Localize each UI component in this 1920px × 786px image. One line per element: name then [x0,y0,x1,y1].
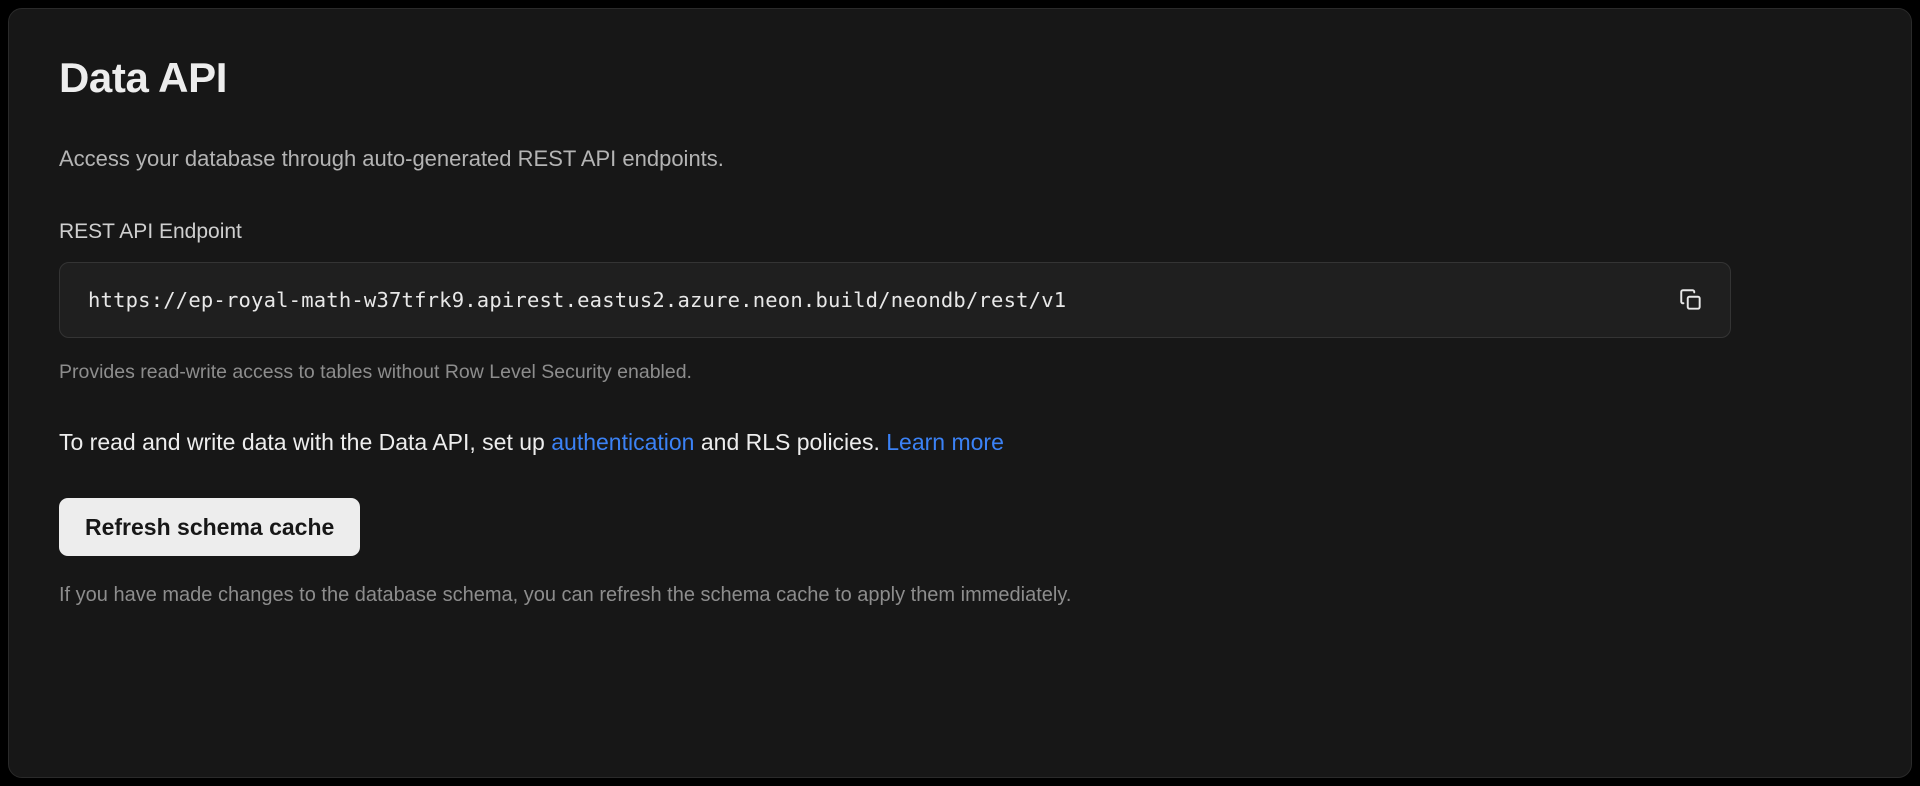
learn-more-link[interactable]: Learn more [886,429,1004,456]
refresh-schema-cache-button[interactable]: Refresh schema cache [59,498,361,557]
info-paragraph: To read and write data with the Data API… [59,428,1861,458]
authentication-link[interactable]: authentication [551,429,695,456]
copy-endpoint-button[interactable] [1674,283,1708,317]
endpoint-field-label: REST API Endpoint [59,219,242,243]
data-api-card: Data API Access your database through au… [8,8,1912,778]
copy-icon [1678,287,1704,313]
endpoint-field-hint: Provides read-write access to tables wit… [59,360,692,383]
endpoint-field-block: REST API Endpoint Provides read-write ac… [59,219,1861,386]
endpoint-input[interactable] [88,287,1658,312]
refresh-schema-cache-hint: If you have made changes to the database… [59,584,1072,607]
info-paragraph-middle: and RLS policies. [694,429,887,456]
page-title: Data API [59,54,227,101]
page-subtitle: Access your database through auto-genera… [59,146,724,172]
info-paragraph-lead: To read and write data with the Data API… [59,429,552,456]
endpoint-input-row[interactable] [59,261,1731,338]
